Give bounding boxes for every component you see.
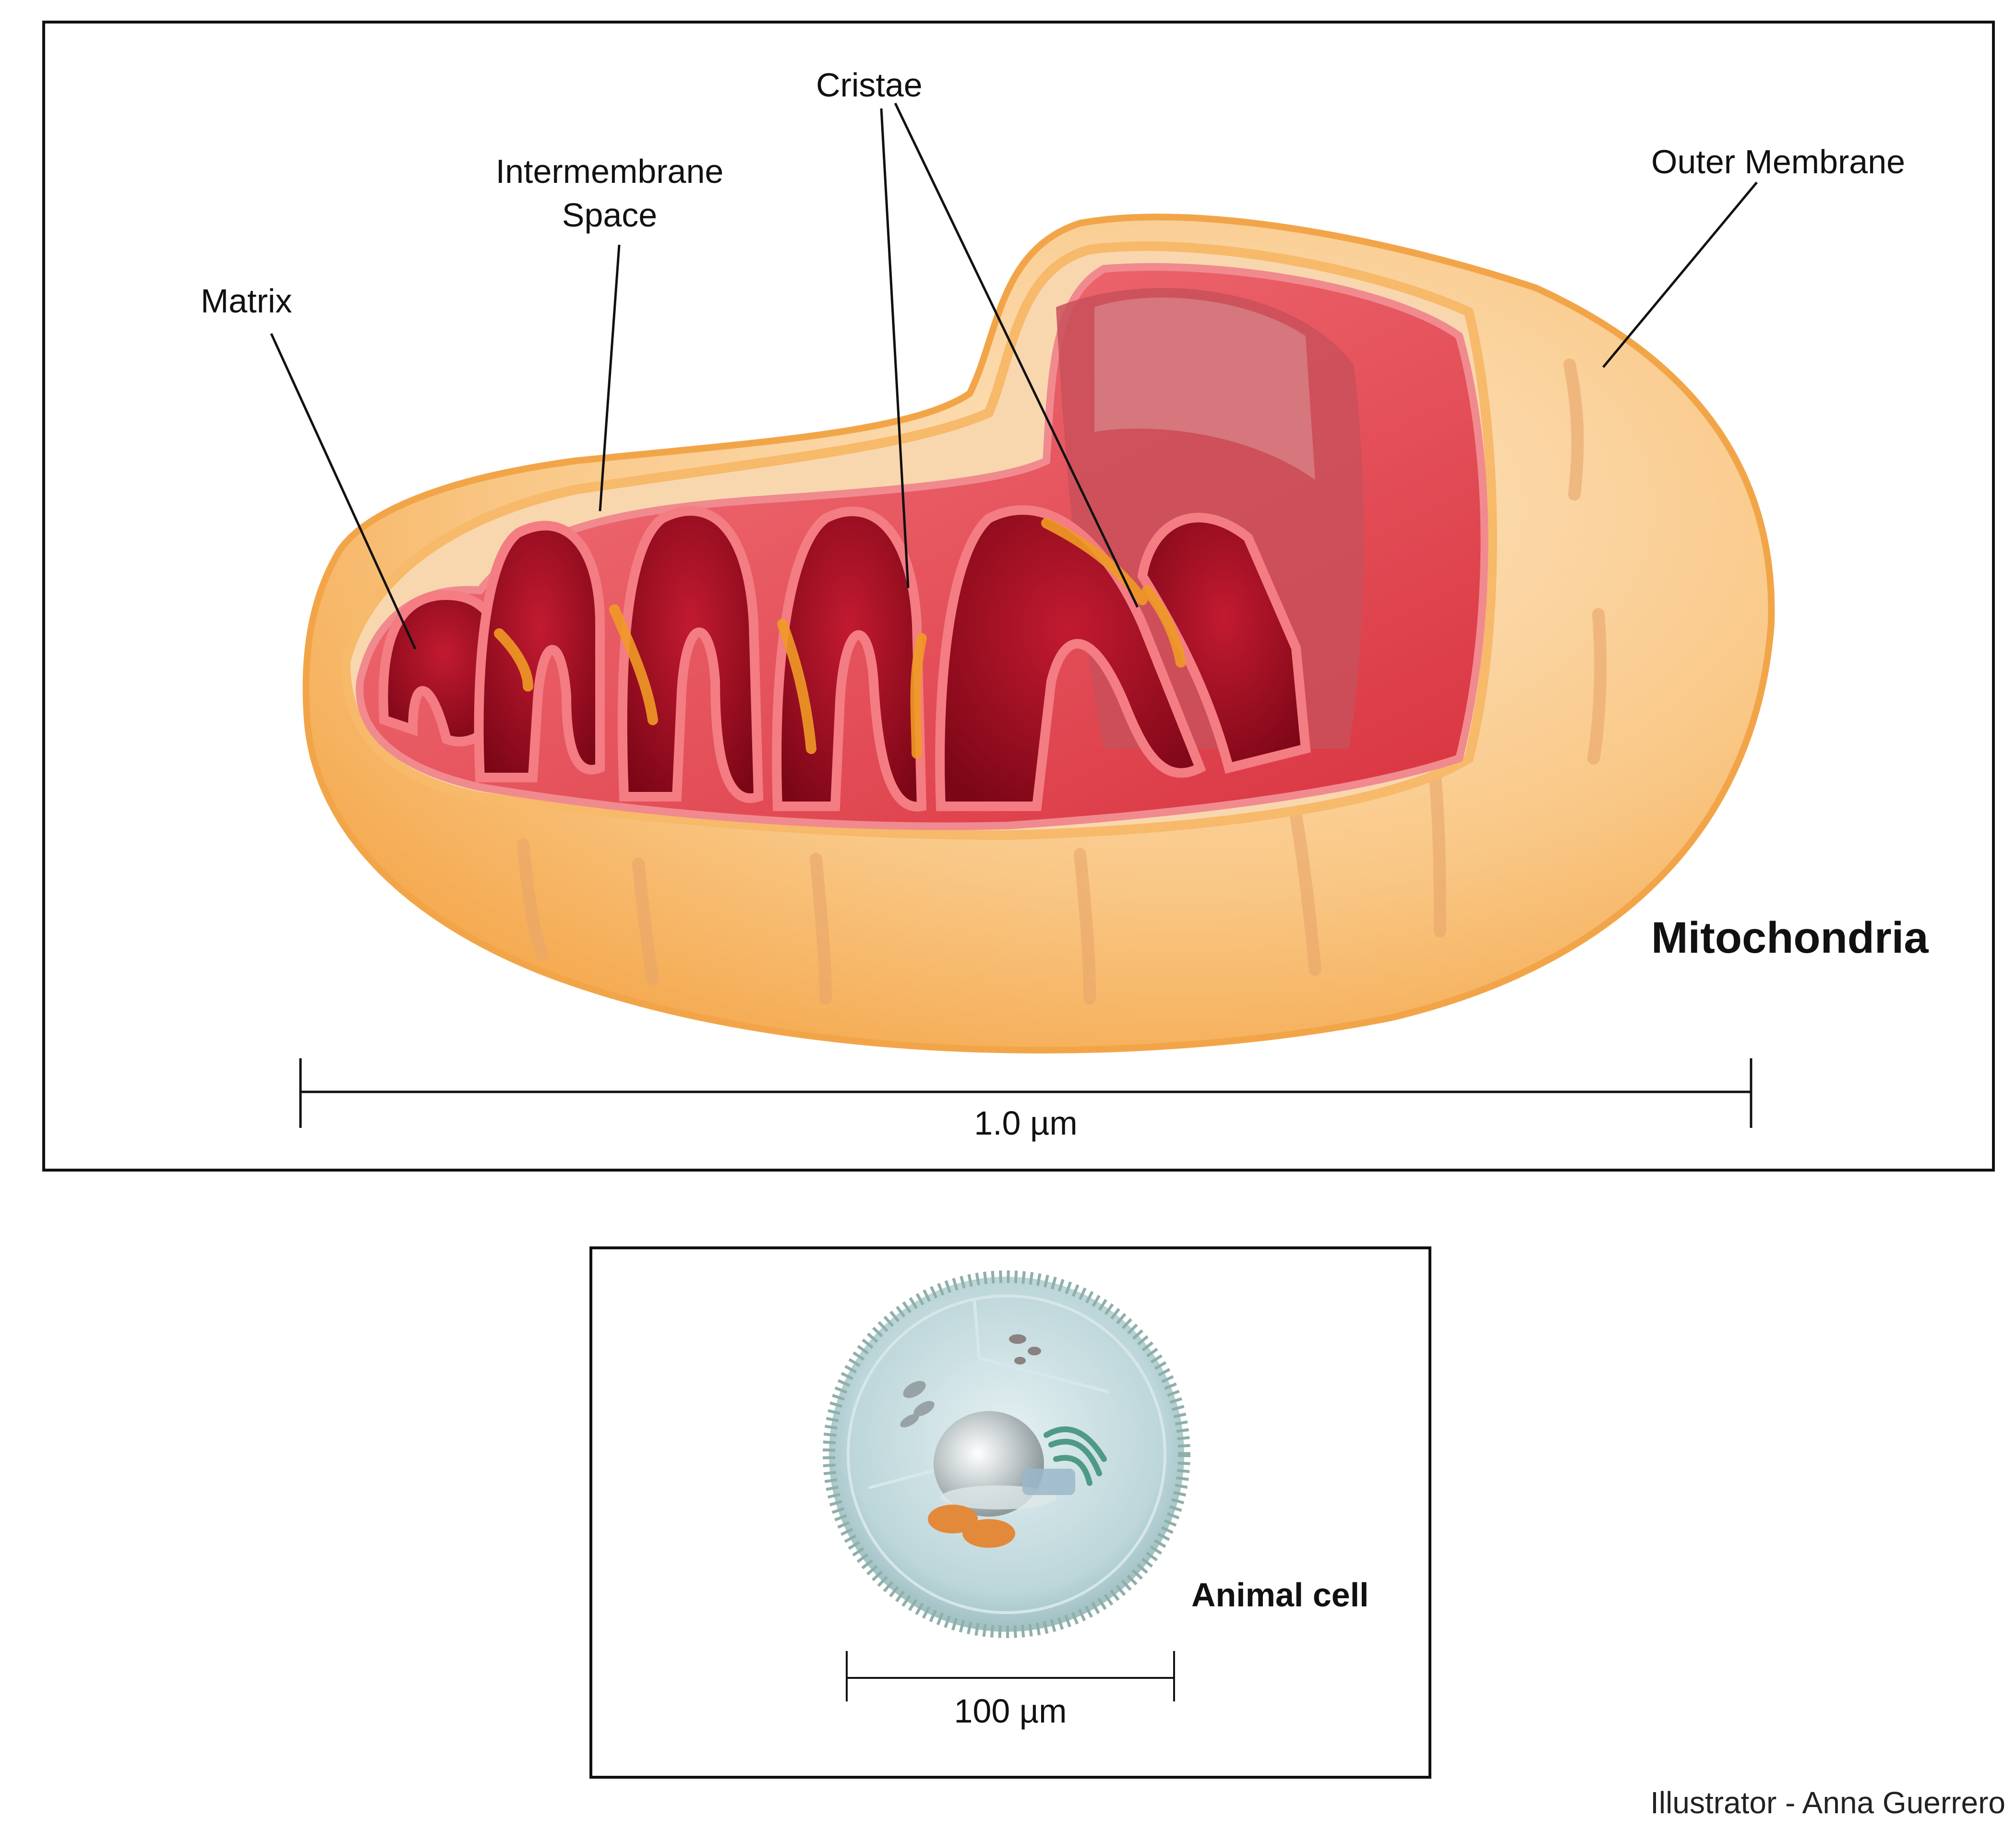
mitochondria-title: Mitochondria xyxy=(1651,913,1929,962)
mito-scale-bar xyxy=(299,1058,1752,1128)
leader-lines xyxy=(270,102,1758,650)
mitochondria-panel xyxy=(42,21,1995,1172)
golgi-apparatus xyxy=(1044,1426,1107,1486)
label-intermembrane-line2: Space xyxy=(562,196,658,234)
mitochondria-in-cell xyxy=(928,1505,1015,1548)
label-intermembrane-line1: Intermembrane xyxy=(495,153,724,190)
illustrator-credit: Illustrator - Anna Guerrero xyxy=(1650,1785,2005,1820)
vacuoles xyxy=(900,1334,1041,1427)
mito-scale-label: 1.0 µm xyxy=(974,1104,1078,1142)
animal-cell-title: Animal cell xyxy=(1191,1576,1369,1614)
mitochondrion-illustration xyxy=(302,214,1775,1053)
label-outer-membrane: Outer Membrane xyxy=(1651,143,1906,180)
animal-cell-panel xyxy=(589,1246,1431,1779)
cell-scale-label: 100 µm xyxy=(954,1692,1067,1730)
label-matrix: Matrix xyxy=(201,282,292,320)
label-cristae: Cristae xyxy=(816,66,923,104)
animal-cell-illustration xyxy=(823,1270,1190,1638)
label-intermembrane-space: Intermembrane Space xyxy=(480,150,739,237)
cell-scale-bar xyxy=(846,1651,1175,1701)
